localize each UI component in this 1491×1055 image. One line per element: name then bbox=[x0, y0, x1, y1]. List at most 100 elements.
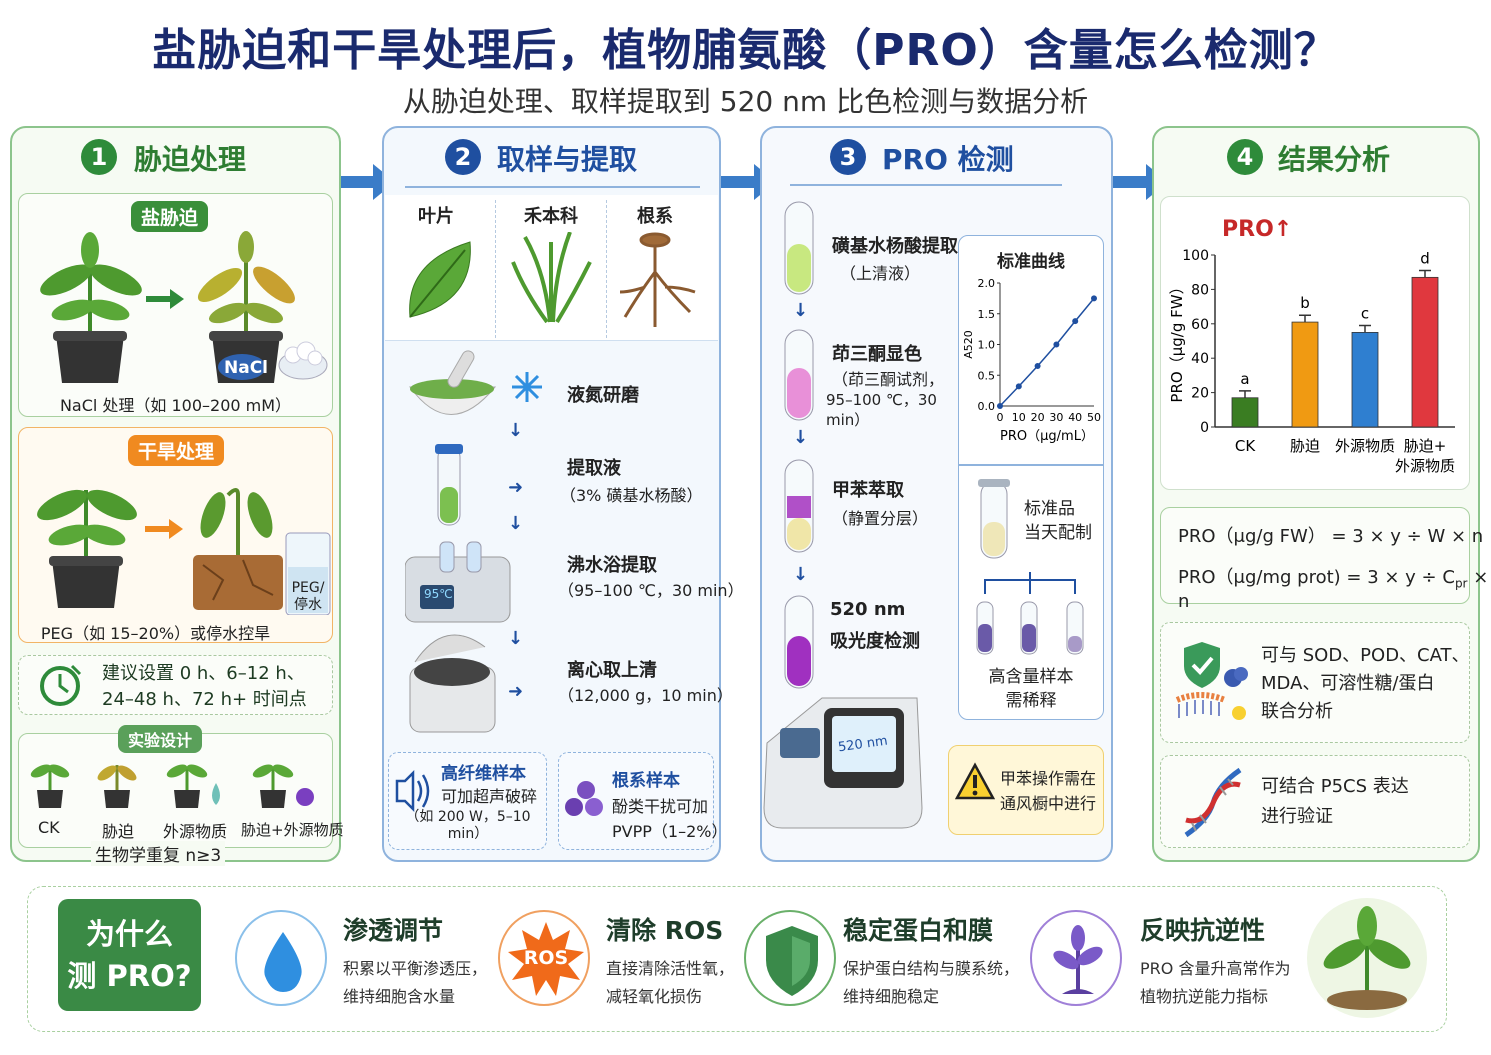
step-detail: （茚三酮试剂， bbox=[832, 370, 945, 389]
pot-plant-icon bbox=[30, 764, 70, 808]
bar bbox=[1291, 321, 1319, 428]
significance-letter: d bbox=[1420, 249, 1430, 267]
text-line: 可与 SOD、POD、CAT、 bbox=[1261, 645, 1470, 666]
toluene-warning-text: 甲苯操作需在通风橱中进行 bbox=[1000, 766, 1096, 816]
note-line: 高含量样本 bbox=[988, 667, 1074, 687]
data-point bbox=[997, 403, 1003, 409]
why-item-desc: 积累以平衡渗透压，维持细胞含水量 bbox=[343, 955, 487, 1011]
x-tick-label: 外源物质 bbox=[1395, 457, 1455, 475]
desc-line: 积累以平衡渗透压， bbox=[343, 959, 488, 978]
y-tick-label: 0 bbox=[1200, 420, 1209, 436]
tip-text: 可加超声破碎 bbox=[441, 787, 538, 806]
bar bbox=[1351, 332, 1379, 428]
ros-burst-icon: ROS bbox=[498, 910, 590, 1006]
why-item-desc: 直接清除活性氧， 减轻氧化损伤 bbox=[606, 955, 734, 1011]
healthy-plant-icon bbox=[37, 489, 137, 608]
sample-leaf-label: 叶片 bbox=[418, 206, 454, 227]
replicates-note: 生物学重复 n≥3 bbox=[91, 841, 226, 866]
text-line: 可结合 P5CS 表达 bbox=[1261, 776, 1409, 797]
error-bar bbox=[1359, 324, 1371, 333]
divider bbox=[405, 186, 700, 188]
sample-tube-icon bbox=[1020, 601, 1038, 655]
group-label: 外源物质 bbox=[163, 822, 228, 841]
sample-grass-label: 禾本科 bbox=[524, 206, 578, 227]
stressed-plant-icon bbox=[197, 231, 295, 383]
salt-caption: NaCl 处理（如 100–200 mM） bbox=[59, 396, 292, 415]
warning-line: 通风橱中进行 bbox=[1000, 794, 1097, 813]
wilted-plant-icon bbox=[193, 488, 283, 610]
spectrophotometer-icon bbox=[763, 697, 923, 829]
pvpp-granules-icon bbox=[565, 781, 603, 816]
divider bbox=[959, 464, 1103, 466]
water-drop-icon bbox=[235, 910, 327, 1006]
why-item-title: 清除 ROS bbox=[606, 916, 724, 945]
error-bar bbox=[1419, 269, 1431, 278]
step-detail: （上清液） bbox=[840, 264, 921, 283]
step-title: 吸光度检测 bbox=[830, 631, 920, 652]
arrow-down-icon: ↓ bbox=[508, 513, 524, 534]
panel-heading: 取样与提取 bbox=[497, 143, 638, 176]
dilute-note: 高含量样本需稀释 bbox=[958, 665, 1104, 713]
detection-tubes-illustration bbox=[784, 201, 814, 689]
peg-beaker-label: PEG/停水 bbox=[291, 580, 325, 614]
sample-tube-icon bbox=[976, 601, 994, 655]
desc-line: 减轻氧化损伤 bbox=[606, 987, 703, 1006]
data-point bbox=[1072, 318, 1079, 325]
significance-letter: a bbox=[1240, 370, 1249, 388]
healthy-plant-icon bbox=[40, 232, 142, 383]
data-point bbox=[1053, 341, 1060, 348]
grass-icon bbox=[511, 232, 592, 324]
arrow-right-icon: ➜ bbox=[508, 477, 524, 498]
step-detail: （静置分层） bbox=[832, 509, 929, 528]
experiment-design-badge: 实验设计 bbox=[118, 725, 203, 753]
arrow-right-icon bbox=[146, 289, 184, 309]
step-title: 液氮研磨 bbox=[567, 385, 639, 406]
split-arrow-icon bbox=[984, 572, 1076, 594]
group-label: 胁迫 bbox=[102, 822, 135, 841]
x-tick-label: 0 bbox=[997, 411, 1004, 424]
tip-root-box bbox=[558, 752, 714, 850]
time-points-box bbox=[18, 655, 333, 715]
arrow-down-icon: ↓ bbox=[793, 564, 809, 585]
drought-caption: PEG（如 15–20%）或停水控旱 bbox=[40, 624, 271, 643]
y-tick-label: 80 bbox=[1191, 282, 1209, 298]
panel-heading: 结果分析 bbox=[1278, 143, 1391, 176]
time-line: 24–48 h、72 h+ 时间点 bbox=[102, 689, 307, 710]
y-tick-label: 20 bbox=[1191, 386, 1209, 402]
design-groups-illustration bbox=[30, 764, 314, 808]
curve-line bbox=[999, 297, 1095, 407]
data-point bbox=[1015, 383, 1022, 390]
antioxidant-membrane-icon bbox=[1175, 642, 1248, 720]
standard-curve-title: 标准曲线 bbox=[997, 252, 1065, 272]
arrow-right-icon: ➜ bbox=[508, 681, 524, 702]
x-tick-label: 50 bbox=[1087, 411, 1101, 424]
bar bbox=[1231, 397, 1259, 428]
formula-part: PRO（μg/mg prot) = 3 × y ÷ C bbox=[1178, 567, 1455, 588]
standard-tube-icon bbox=[978, 479, 1010, 559]
step-number-badge: 4 bbox=[1227, 139, 1263, 175]
step-title: 磺基水杨酸提取 bbox=[832, 236, 958, 257]
test-tube-icon bbox=[784, 329, 814, 421]
significance-letter: c bbox=[1361, 305, 1369, 323]
drought-badge: 干旱处理 bbox=[128, 435, 225, 466]
x-axis-label: PRO（μg/mL） bbox=[1000, 429, 1094, 444]
note-line: 需稀释 bbox=[1005, 691, 1057, 711]
step-detail: （3% 磺基水杨酸） bbox=[560, 486, 703, 505]
y-tick-label: 0.0 bbox=[978, 400, 996, 413]
test-tube-icon bbox=[784, 459, 814, 553]
mortar-pestle-icon bbox=[409, 350, 497, 415]
y-tick-label: 100 bbox=[1182, 248, 1209, 264]
note-line: 当天配制 bbox=[1024, 523, 1092, 543]
step-detail: （95–100 ℃，30 min） bbox=[558, 581, 744, 600]
step-number-badge: 1 bbox=[81, 139, 117, 175]
arrow-down-icon: ↓ bbox=[508, 420, 524, 441]
data-point bbox=[1091, 295, 1097, 302]
label-line: 测 PRO? bbox=[67, 959, 192, 993]
formula-protein: PRO（μg/mg prot) = 3 × y ÷ Cpr × n bbox=[1178, 563, 1491, 612]
divider bbox=[790, 184, 1062, 186]
warning-line: 甲苯操作需在 bbox=[1000, 769, 1097, 788]
desc-line: 直接清除活性氧， bbox=[606, 959, 735, 978]
combined-analysis-box bbox=[1160, 622, 1470, 743]
drought-plants-illustration bbox=[37, 488, 331, 615]
